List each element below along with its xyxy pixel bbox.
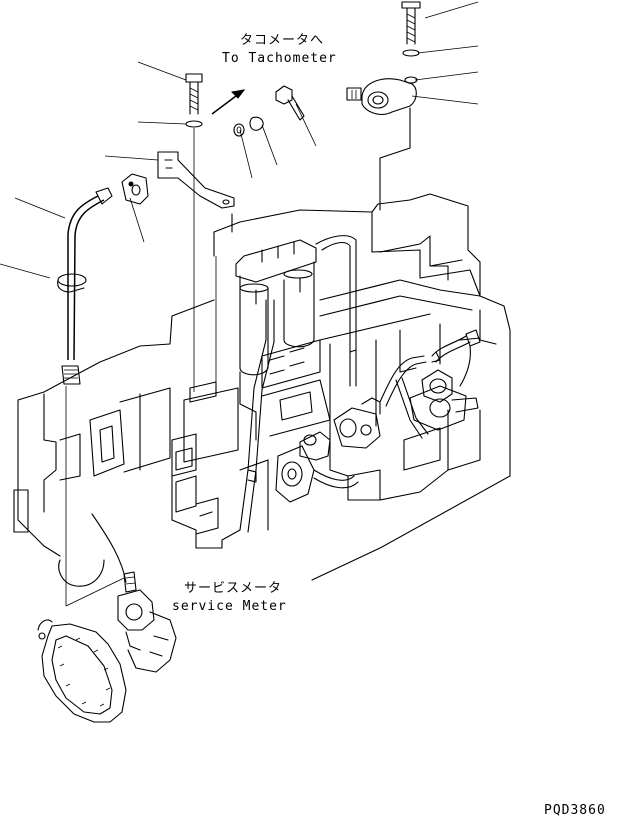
service-meter-label-en: service Meter xyxy=(172,599,287,614)
service-meter-label-ja: サービスメータ xyxy=(184,581,283,596)
fuel-filter xyxy=(235,239,317,441)
tachometer-label-ja: タコメータへ xyxy=(240,33,325,48)
flywheel-housing xyxy=(37,513,127,723)
drawing-code: PQD3860 xyxy=(544,803,606,818)
engine-block xyxy=(13,193,511,581)
speedometer-cable xyxy=(57,187,125,607)
top-right-sensor-assembly xyxy=(346,1,421,211)
fuel-pipe xyxy=(239,235,357,533)
leader-lines xyxy=(0,1,479,279)
alignment-lines xyxy=(189,256,217,403)
injection-pump xyxy=(275,329,481,503)
bracket-mount-parts xyxy=(121,73,305,392)
service-meter-fitting xyxy=(117,571,177,673)
tachometer-label-en: To Tachometer xyxy=(222,51,337,66)
